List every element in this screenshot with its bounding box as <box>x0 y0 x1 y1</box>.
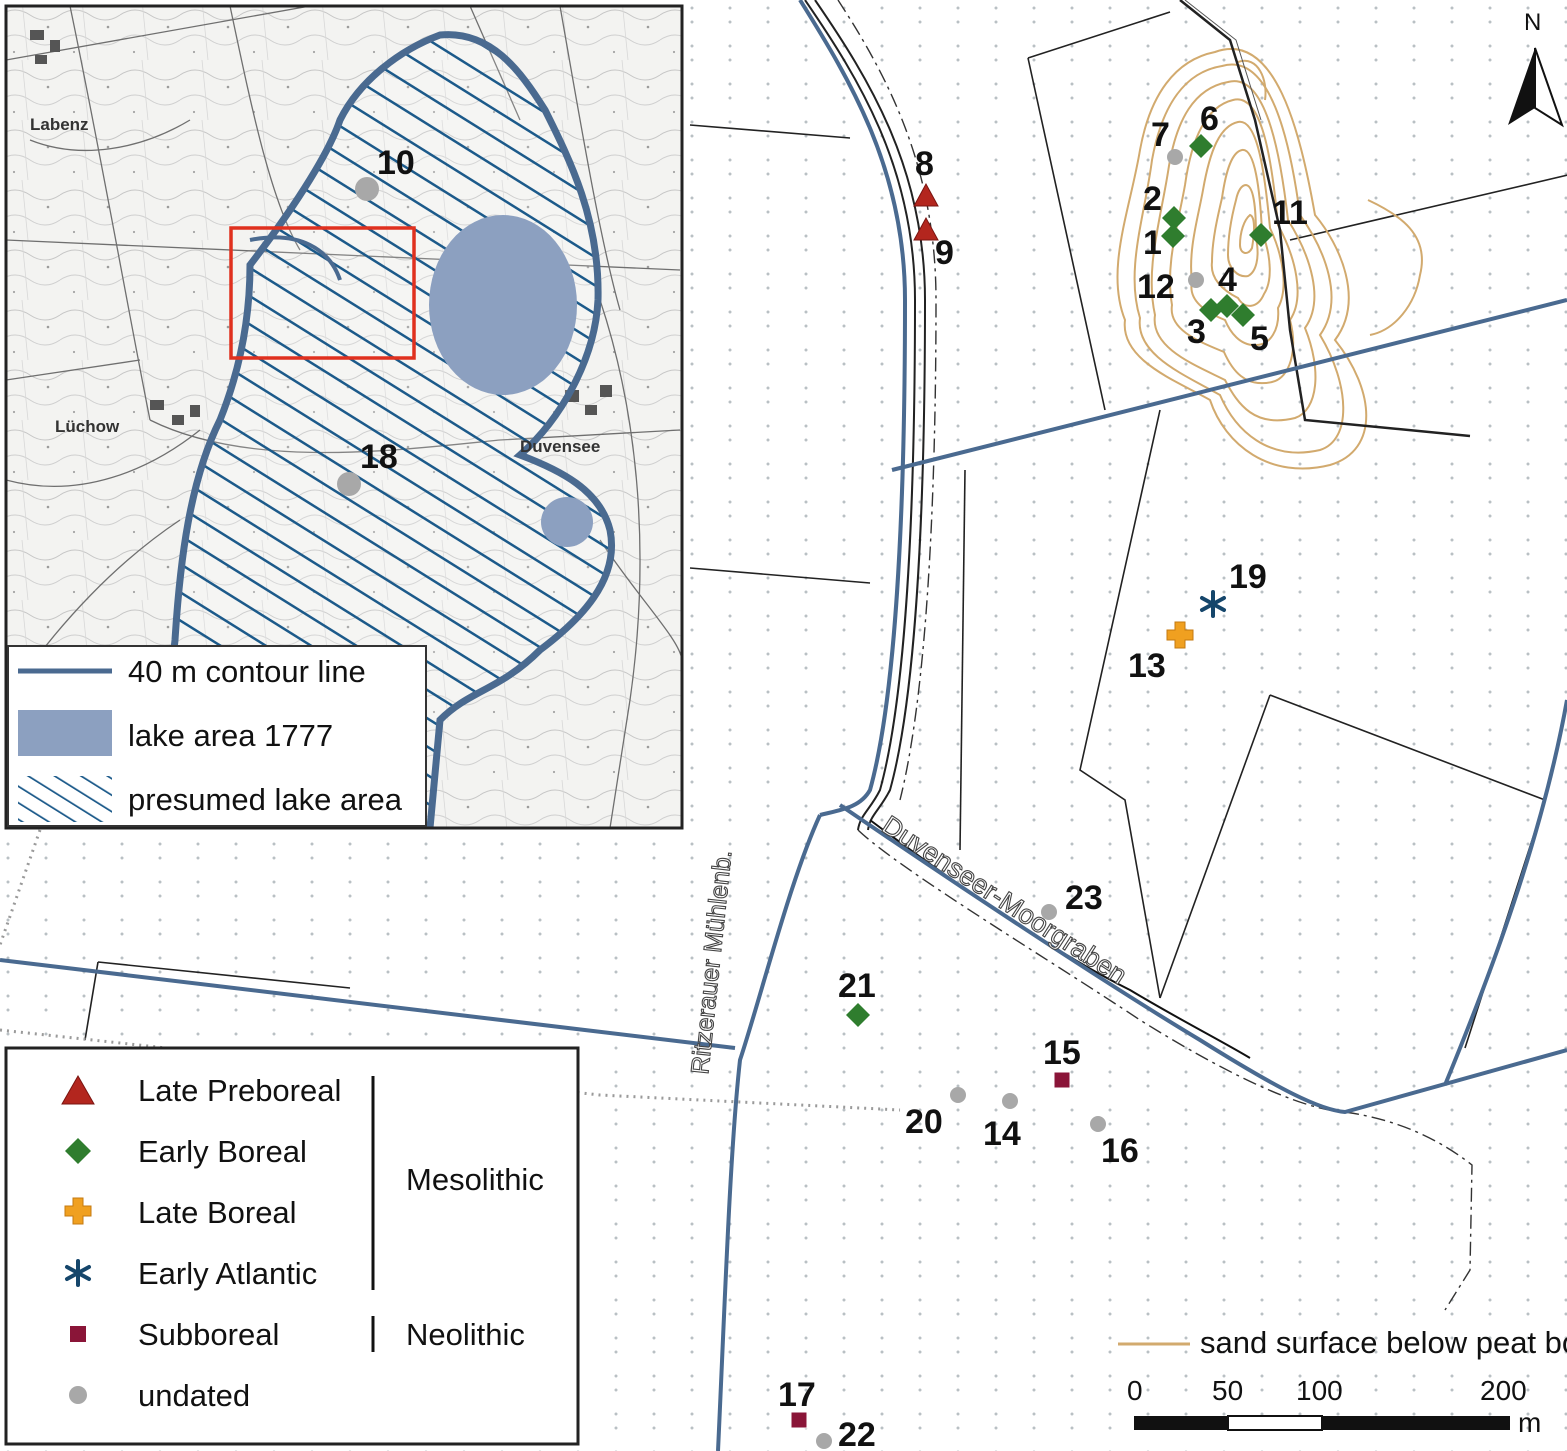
site-17-label: 17 <box>778 1376 816 1414</box>
scale-tick-200: 200 <box>1480 1375 1527 1406</box>
scale-unit: m <box>1518 1407 1541 1438</box>
inset-legend-lake: lake area 1777 <box>128 718 333 753</box>
legend-early-boreal-symbol <box>65 1138 91 1164</box>
site-1-label: 1 <box>1143 224 1162 262</box>
inset-place-duvensee: Duvensee <box>520 437 600 456</box>
site-14-label: 14 <box>983 1115 1021 1153</box>
legend-undated-symbol <box>69 1386 87 1404</box>
site-16-marker <box>1090 1116 1106 1132</box>
legend-late-preboreal-label: Late Preboreal <box>138 1073 341 1108</box>
site-9-marker <box>913 216 939 241</box>
site-20-marker <box>950 1087 966 1103</box>
legend-undated-label: undated <box>138 1378 250 1413</box>
site-12-marker <box>1188 272 1204 288</box>
site-3-label: 3 <box>1187 313 1206 351</box>
inset-map: Labenz Lüchow Duvensee 10 18 40 m contou… <box>4 4 684 830</box>
scale-tick-0: 0 <box>1127 1375 1143 1406</box>
track <box>1179 0 1471 438</box>
site-8-marker <box>913 182 939 207</box>
legend-subboreal-label: Subboreal <box>138 1317 279 1352</box>
site-20-label: 20 <box>905 1103 943 1141</box>
site-2-label: 2 <box>1143 180 1162 218</box>
legend-group-neolithic: Neolithic <box>406 1317 525 1352</box>
scale-tick-100: 100 <box>1296 1375 1343 1406</box>
site-1-marker <box>1161 224 1185 248</box>
site-19-label: 19 <box>1229 558 1267 596</box>
lake-swatch <box>18 710 112 756</box>
inset-frame <box>4 4 684 830</box>
legend-late-preboreal-symbol <box>61 1074 95 1105</box>
site-15-label: 15 <box>1043 1034 1081 1072</box>
sand-legend-label: sand surface below peat bog <box>1200 1325 1567 1360</box>
site-6-marker <box>1189 134 1213 158</box>
site-22-marker <box>816 1433 832 1449</box>
legend-early-boreal-label: Early Boreal <box>138 1134 307 1169</box>
site-23-label: 23 <box>1065 879 1103 917</box>
site-11-marker <box>1249 223 1273 247</box>
track-edge <box>1184 0 1262 121</box>
legend-late-boreal-symbol <box>64 1197 92 1225</box>
period-legend: Late Preboreal Early Boreal Late Boreal … <box>4 1046 580 1446</box>
site-9-label: 9 <box>935 234 954 272</box>
site-14-marker <box>1002 1093 1018 1109</box>
site-10-label: 10 <box>377 144 415 182</box>
legend-group-mesolithic: Mesolithic <box>406 1162 544 1197</box>
inset-legend: 40 m contour line lake area 1777 presume… <box>7 645 427 827</box>
site-12-label: 12 <box>1137 268 1175 306</box>
site-10-marker <box>355 177 379 201</box>
site-18-label: 18 <box>360 438 398 476</box>
site-2-marker <box>1162 206 1186 230</box>
legend-early-atlantic-symbol <box>65 1259 91 1287</box>
field-boundaries <box>84 11 1567 1049</box>
scale-tick-50: 50 <box>1212 1375 1243 1406</box>
site-11-label: 11 <box>1272 194 1308 232</box>
site-13-marker <box>1166 621 1194 649</box>
scale-bar: 0 50 100 200 m <box>1127 1375 1541 1438</box>
site-16-label: 16 <box>1101 1132 1139 1170</box>
site-4-label: 4 <box>1218 261 1237 299</box>
site-5-marker <box>1231 303 1255 327</box>
site-labels: 1 2 3 4 5 6 7 8 9 11 12 13 14 15 16 17 1… <box>778 100 1308 1451</box>
site-4-marker <box>1215 294 1239 318</box>
study-area-box <box>229 226 416 360</box>
lake-area-1777 <box>429 215 577 395</box>
presumed-lake-swatch <box>18 776 112 822</box>
dotted-boundaries <box>0 829 901 1112</box>
site-markers <box>790 134 1273 1449</box>
site-21-label: 21 <box>838 967 876 1005</box>
site-7-label: 7 <box>1151 116 1170 154</box>
site-22-label: 22 <box>838 1416 876 1451</box>
inset-legend-presumed: presumed lake area <box>128 782 403 817</box>
north-arrow: N <box>1508 9 1564 128</box>
site-13-label: 13 <box>1128 647 1166 685</box>
site-21-marker <box>846 1003 870 1027</box>
site-15-marker <box>1053 1071 1071 1089</box>
site-17-marker <box>790 1411 808 1429</box>
sand-contours <box>1116 48 1423 470</box>
site-7-marker <box>1167 149 1183 165</box>
legend-late-boreal-label: Late Boreal <box>138 1195 297 1230</box>
inset-place-labenz: Labenz <box>30 115 89 134</box>
site-8-label: 8 <box>915 145 934 183</box>
legend-subboreal-symbol <box>70 1326 86 1342</box>
sand-legend: sand surface below peat bog <box>1118 1325 1567 1360</box>
site-5-label: 5 <box>1250 320 1269 358</box>
inset-legend-contour: 40 m contour line <box>128 654 366 689</box>
site-6-label: 6 <box>1200 100 1219 138</box>
inset-place-luchow: Lüchow <box>55 417 120 436</box>
site-18-marker <box>337 472 361 496</box>
legend-early-atlantic-label: Early Atlantic <box>138 1256 317 1291</box>
site-19-marker <box>1200 590 1226 618</box>
north-label: N <box>1524 9 1541 36</box>
site-23-marker <box>1041 904 1057 920</box>
lake-area-1777-small <box>541 497 593 547</box>
